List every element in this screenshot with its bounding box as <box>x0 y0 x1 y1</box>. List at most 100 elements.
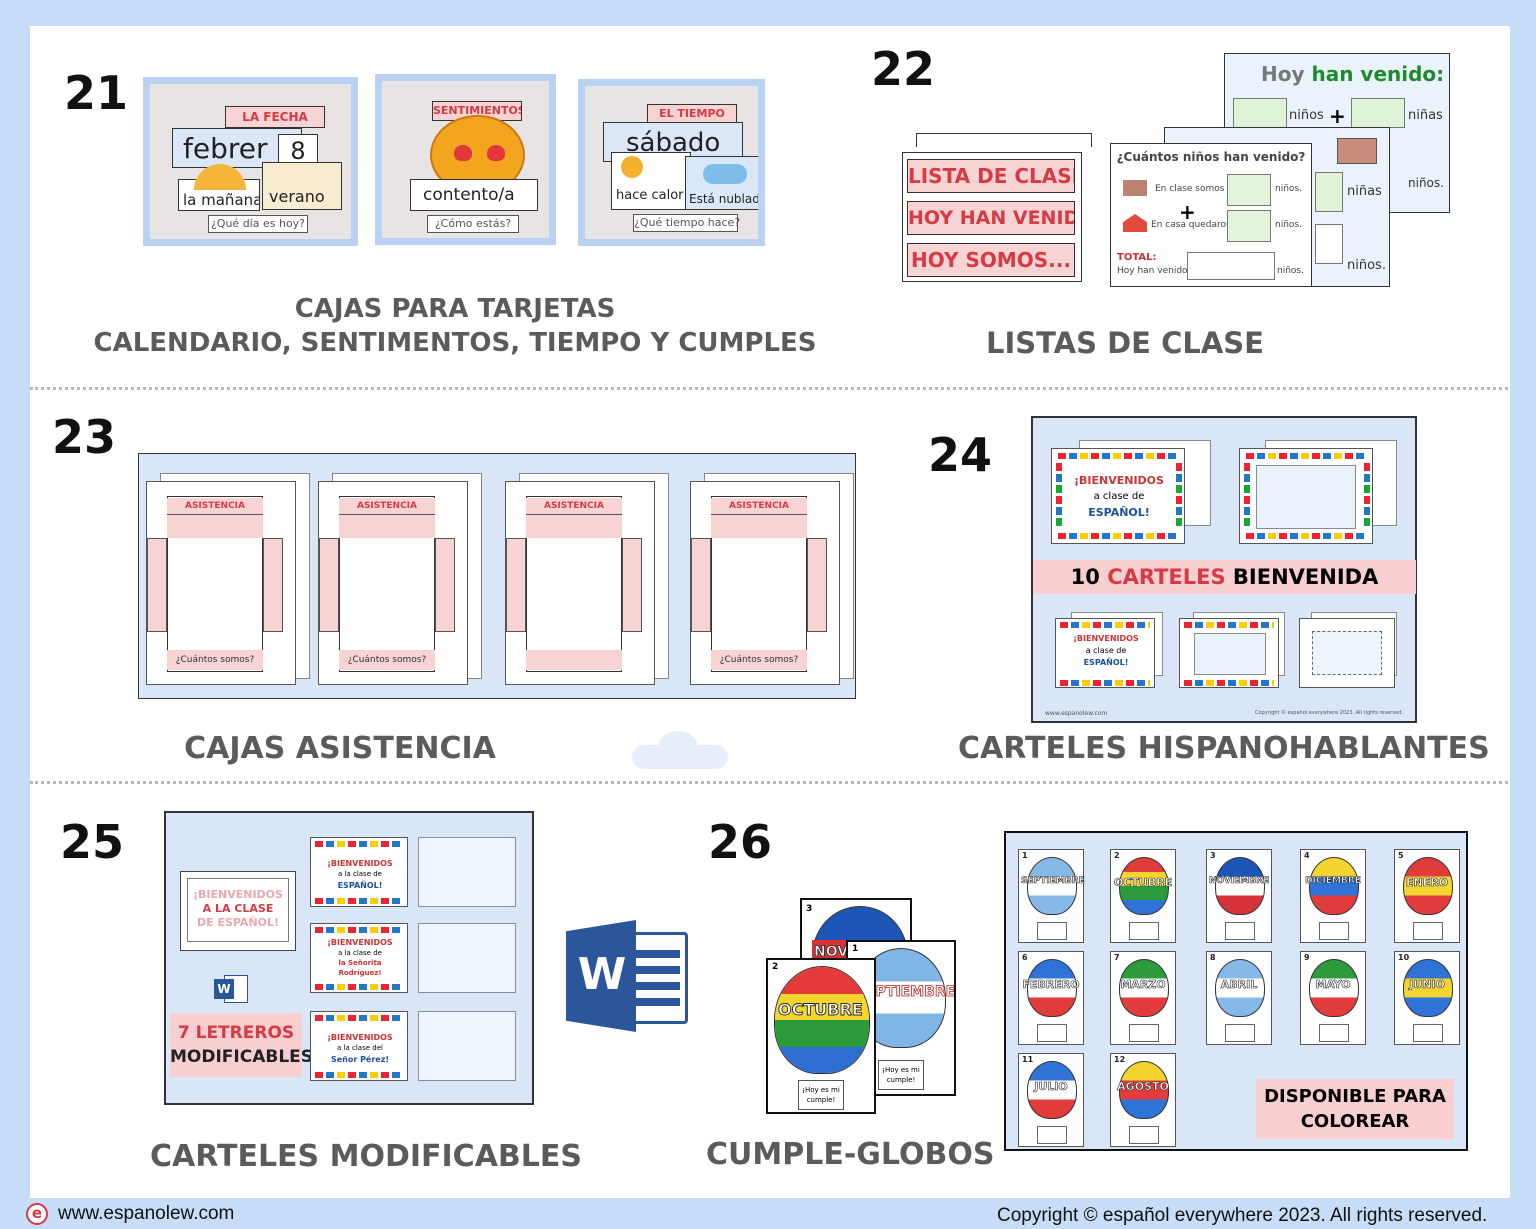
label-hoy-somos: HOY SOMOS... <box>907 243 1075 277</box>
balloon-globe <box>1215 857 1265 915</box>
balloon-number: 5 <box>1398 851 1404 860</box>
total-text: Hoy han venido <box>1117 266 1188 276</box>
en-clase-box <box>1227 174 1271 206</box>
balloon-globe <box>1119 959 1169 1017</box>
balloon-month: JULIO <box>1034 1080 1068 1094</box>
section-25-title: CARTELES MODIFICABLES <box>150 1139 582 1174</box>
balloon-basket <box>1413 1024 1443 1042</box>
poster2-line1: ¡BIENVENIDOS <box>1073 634 1139 643</box>
mod-card-1: ¡BIENVENIDOS a la clase de ESPAÑOL! <box>310 837 408 907</box>
balloon-month: JUNIO <box>1409 978 1445 992</box>
girls-box <box>1351 98 1405 128</box>
balloon-globe <box>1027 857 1077 915</box>
section-21-title-line2: CALENDARIO, SENTIMENTOS, TIEMPO Y CUMPLE… <box>93 328 817 358</box>
espanolew-logo: e <box>26 1203 48 1225</box>
balloon-card: 11 JULIO <box>1018 1053 1084 1147</box>
balloon-month: OCTUBRE <box>1113 876 1173 890</box>
middle-boys-label: niños. <box>1347 258 1386 273</box>
balloon-number: 10 <box>1398 953 1410 962</box>
badge-word1: LETREROS <box>195 1023 295 1043</box>
poster-welcome-line1: ¡BIENVENIDOS <box>1074 474 1164 487</box>
balloon-card: 9 MAYO <box>1300 951 1366 1045</box>
en-clase-unit: niños. <box>1275 184 1302 194</box>
balloon-globe <box>1027 1061 1077 1119</box>
divider-1 <box>30 387 1508 390</box>
cloud-decoration-icon <box>632 731 728 769</box>
boys-count-label: niños. <box>1408 176 1444 190</box>
section-22-title: LISTAS DE CLASE <box>986 326 1264 360</box>
balloon-month: FEBRERO <box>1022 978 1080 992</box>
balloon-basket <box>1037 1126 1067 1144</box>
balloon-card: 1 SEPTIEMBRE <box>1018 849 1085 943</box>
middle-girls-label: niñas <box>1347 184 1382 199</box>
blank-poster-1 <box>1239 448 1373 544</box>
fan-middle-label: SEPTIEMBRE <box>856 984 956 1001</box>
panel-copyright: Copyright © español everywhere 2023. All… <box>1255 710 1403 716</box>
balloon-globe <box>1403 959 1453 1017</box>
balloon-card: 3 NOVIEMBRE <box>1206 849 1272 943</box>
balloon-month: AGOSTO <box>1117 1080 1169 1094</box>
asistencia-box: ASISTENCIA ¿Cuántos somos? <box>146 481 296 685</box>
school-icon <box>1337 138 1377 164</box>
carteles-banner: 10 CARTELES BIENVENIDA <box>1033 560 1416 594</box>
balloon-card: 12 AGOSTO <box>1110 1053 1176 1147</box>
blank-poster-2 <box>1179 618 1279 688</box>
asistencia-box: ASISTENCIA <box>505 481 655 685</box>
sun-small-icon <box>621 156 643 178</box>
fan-card-front: 2 OCTUBRE ¡Hoy es mi cumple! <box>766 958 876 1114</box>
balloon-globe <box>1119 1061 1169 1119</box>
balloon-number: 11 <box>1022 1055 1034 1064</box>
poster-welcome-line3: ESPAÑOL! <box>1088 506 1150 519</box>
balloon-globe <box>1309 857 1359 915</box>
list-labels-card: LISTA DE CLASE HOY HAN VENIDO... HOY SOM… <box>902 152 1082 282</box>
school-small-icon <box>1123 180 1147 196</box>
balloon-globe <box>1309 959 1359 1017</box>
balloon-number: 9 <box>1304 953 1310 962</box>
balloon-number: 4 <box>1304 851 1310 860</box>
boys-box <box>1233 98 1287 128</box>
balloon-basket <box>1225 922 1255 940</box>
footer-website[interactable]: www.espanolew.com <box>58 1203 235 1224</box>
balloon-month: NOVIEMBRE <box>1209 876 1270 887</box>
fan-front-label: OCTUBRE <box>778 1000 864 1020</box>
section-number-21: 21 <box>64 66 129 120</box>
feeling-question: ¿Cómo estás? <box>427 215 519 233</box>
feeling-card: contento/a <box>410 179 538 211</box>
blank-poster-3 <box>1299 618 1395 688</box>
banner-count: 10 <box>1070 565 1100 589</box>
count-sheet: ¿Cuántos niños han venido? En clase somo… <box>1110 143 1312 287</box>
banner-word2: BIENVENIDA <box>1232 565 1379 589</box>
count-sheet-heading: ¿Cuántos niños han venido? <box>1116 150 1306 164</box>
hispanohablantes-panel: ¡BIENVENIDOS a clase de ESPAÑOL! 10 CART… <box>1031 416 1417 723</box>
modificables-panel: ¡BIENVENIDOS A LA CLASE DE ESPAÑOL! W 7 … <box>164 811 534 1105</box>
balloon-basket <box>1129 1024 1159 1042</box>
badge-count: 7 <box>177 1023 190 1043</box>
season-card: verano <box>262 162 342 210</box>
section-21-title: CAJAS PARA TARJETAS CALENDARIO, SENTIMEN… <box>90 292 820 360</box>
balloon-basket <box>1225 1024 1255 1042</box>
colorear-line2: COLOREAR <box>1300 1111 1410 1132</box>
section-number-22: 22 <box>871 42 936 96</box>
balloon-card: 8 ABRIL <box>1206 951 1272 1045</box>
balloon-card: 2 OCTUBRE <box>1110 849 1176 943</box>
photo-el-tiempo: EL TIEMPO sábado hace calor Está nublado… <box>578 79 765 246</box>
balloon-number: 6 <box>1022 953 1028 962</box>
fan-back-label: NOV <box>814 944 849 961</box>
mod-card-2-blank <box>418 923 516 993</box>
balloon-basket <box>1319 1024 1349 1042</box>
word-letter: W <box>577 949 627 1000</box>
heart-eye-left-icon <box>454 145 472 161</box>
girls-label: niñas <box>1408 108 1443 123</box>
house-icon <box>1123 214 1147 232</box>
colorear-line1: DISPONIBLE PARA <box>1264 1086 1446 1107</box>
total-label: TOTAL: <box>1117 252 1157 263</box>
total-box <box>1187 252 1275 280</box>
section-number-25: 25 <box>60 815 125 869</box>
balloon-month: MAYO <box>1315 978 1351 992</box>
asistencia-header: ASISTENCIA <box>526 498 622 514</box>
section-24-title: CARTELES HISPANOHABLANTES <box>958 731 1490 766</box>
balloon-card: 6 FEBRERO <box>1018 951 1084 1045</box>
label-lista-de-clase: LISTA DE CLASE <box>907 159 1075 193</box>
balloon-month: ABRIL <box>1220 978 1258 992</box>
asistencia-header: ASISTENCIA <box>167 498 263 514</box>
